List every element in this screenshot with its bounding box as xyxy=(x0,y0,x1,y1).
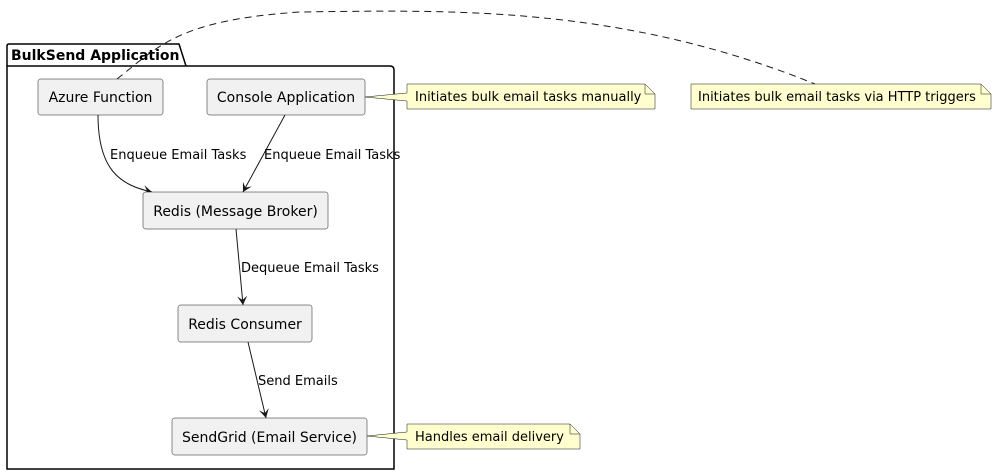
note-console: Initiates bulk email tasks manually xyxy=(364,83,656,110)
component-label: Azure Function xyxy=(49,90,153,106)
component-sendgrid[interactable]: SendGrid (Email Service) xyxy=(171,417,368,456)
note-text: Initiates bulk email tasks via HTTP trig… xyxy=(698,90,976,105)
edge-console-redis xyxy=(242,114,286,193)
component-label: Redis Consumer xyxy=(188,317,302,333)
note-link-azure xyxy=(116,10,816,85)
edge-label-azure-redis: Enqueue Email Tasks xyxy=(110,148,247,163)
note-text: Handles email delivery xyxy=(415,430,564,445)
package-bulksend: BulkSend Application xyxy=(6,43,395,470)
component-console-application[interactable]: Console Application xyxy=(206,78,366,116)
edge-label-consumer-sendgrid: Send Emails xyxy=(258,374,338,389)
package-title: BulkSend Application xyxy=(11,48,180,64)
edge-label-redis-consumer: Dequeue Email Tasks xyxy=(241,261,379,276)
note-text: Initiates bulk email tasks manually xyxy=(415,90,642,105)
edge-label-console-redis: Enqueue Email Tasks xyxy=(264,148,401,163)
component-redis-broker[interactable]: Redis (Message Broker) xyxy=(142,191,329,230)
note-azure: Initiates bulk email tasks via HTTP trig… xyxy=(690,83,992,110)
component-azure-function[interactable]: Azure Function xyxy=(37,78,164,116)
edge-consumer-sendgrid xyxy=(247,341,269,419)
component-label: Console Application xyxy=(217,90,355,106)
note-sendgrid: Handles email delivery xyxy=(366,423,581,450)
component-label: SendGrid (Email Service) xyxy=(182,430,357,446)
edge-azure-redis xyxy=(97,114,153,195)
component-redis-consumer[interactable]: Redis Consumer xyxy=(177,304,313,343)
component-label: Redis (Message Broker) xyxy=(153,204,318,220)
edge-redis-consumer xyxy=(235,228,248,306)
